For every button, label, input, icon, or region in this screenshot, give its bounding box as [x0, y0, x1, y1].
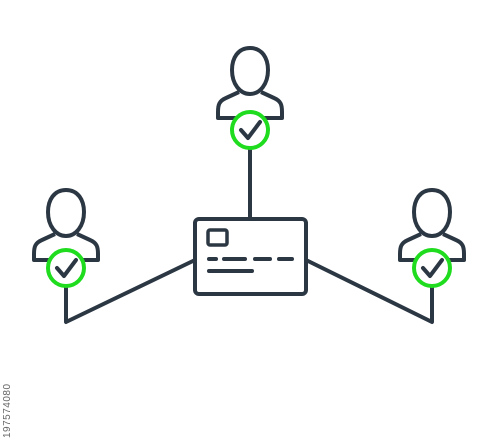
connector-left [64, 258, 197, 324]
check-badge-icon [46, 248, 86, 288]
user-icon [216, 46, 284, 120]
connector-lines [64, 146, 434, 324]
connector-right [304, 258, 434, 324]
credit-card-icon [193, 217, 308, 296]
check-badge-icon [412, 248, 452, 288]
card-outline [193, 217, 308, 296]
card-chip [206, 228, 229, 247]
check-badge-icon [230, 110, 270, 150]
stock-image-id: 197574080 [2, 383, 13, 438]
